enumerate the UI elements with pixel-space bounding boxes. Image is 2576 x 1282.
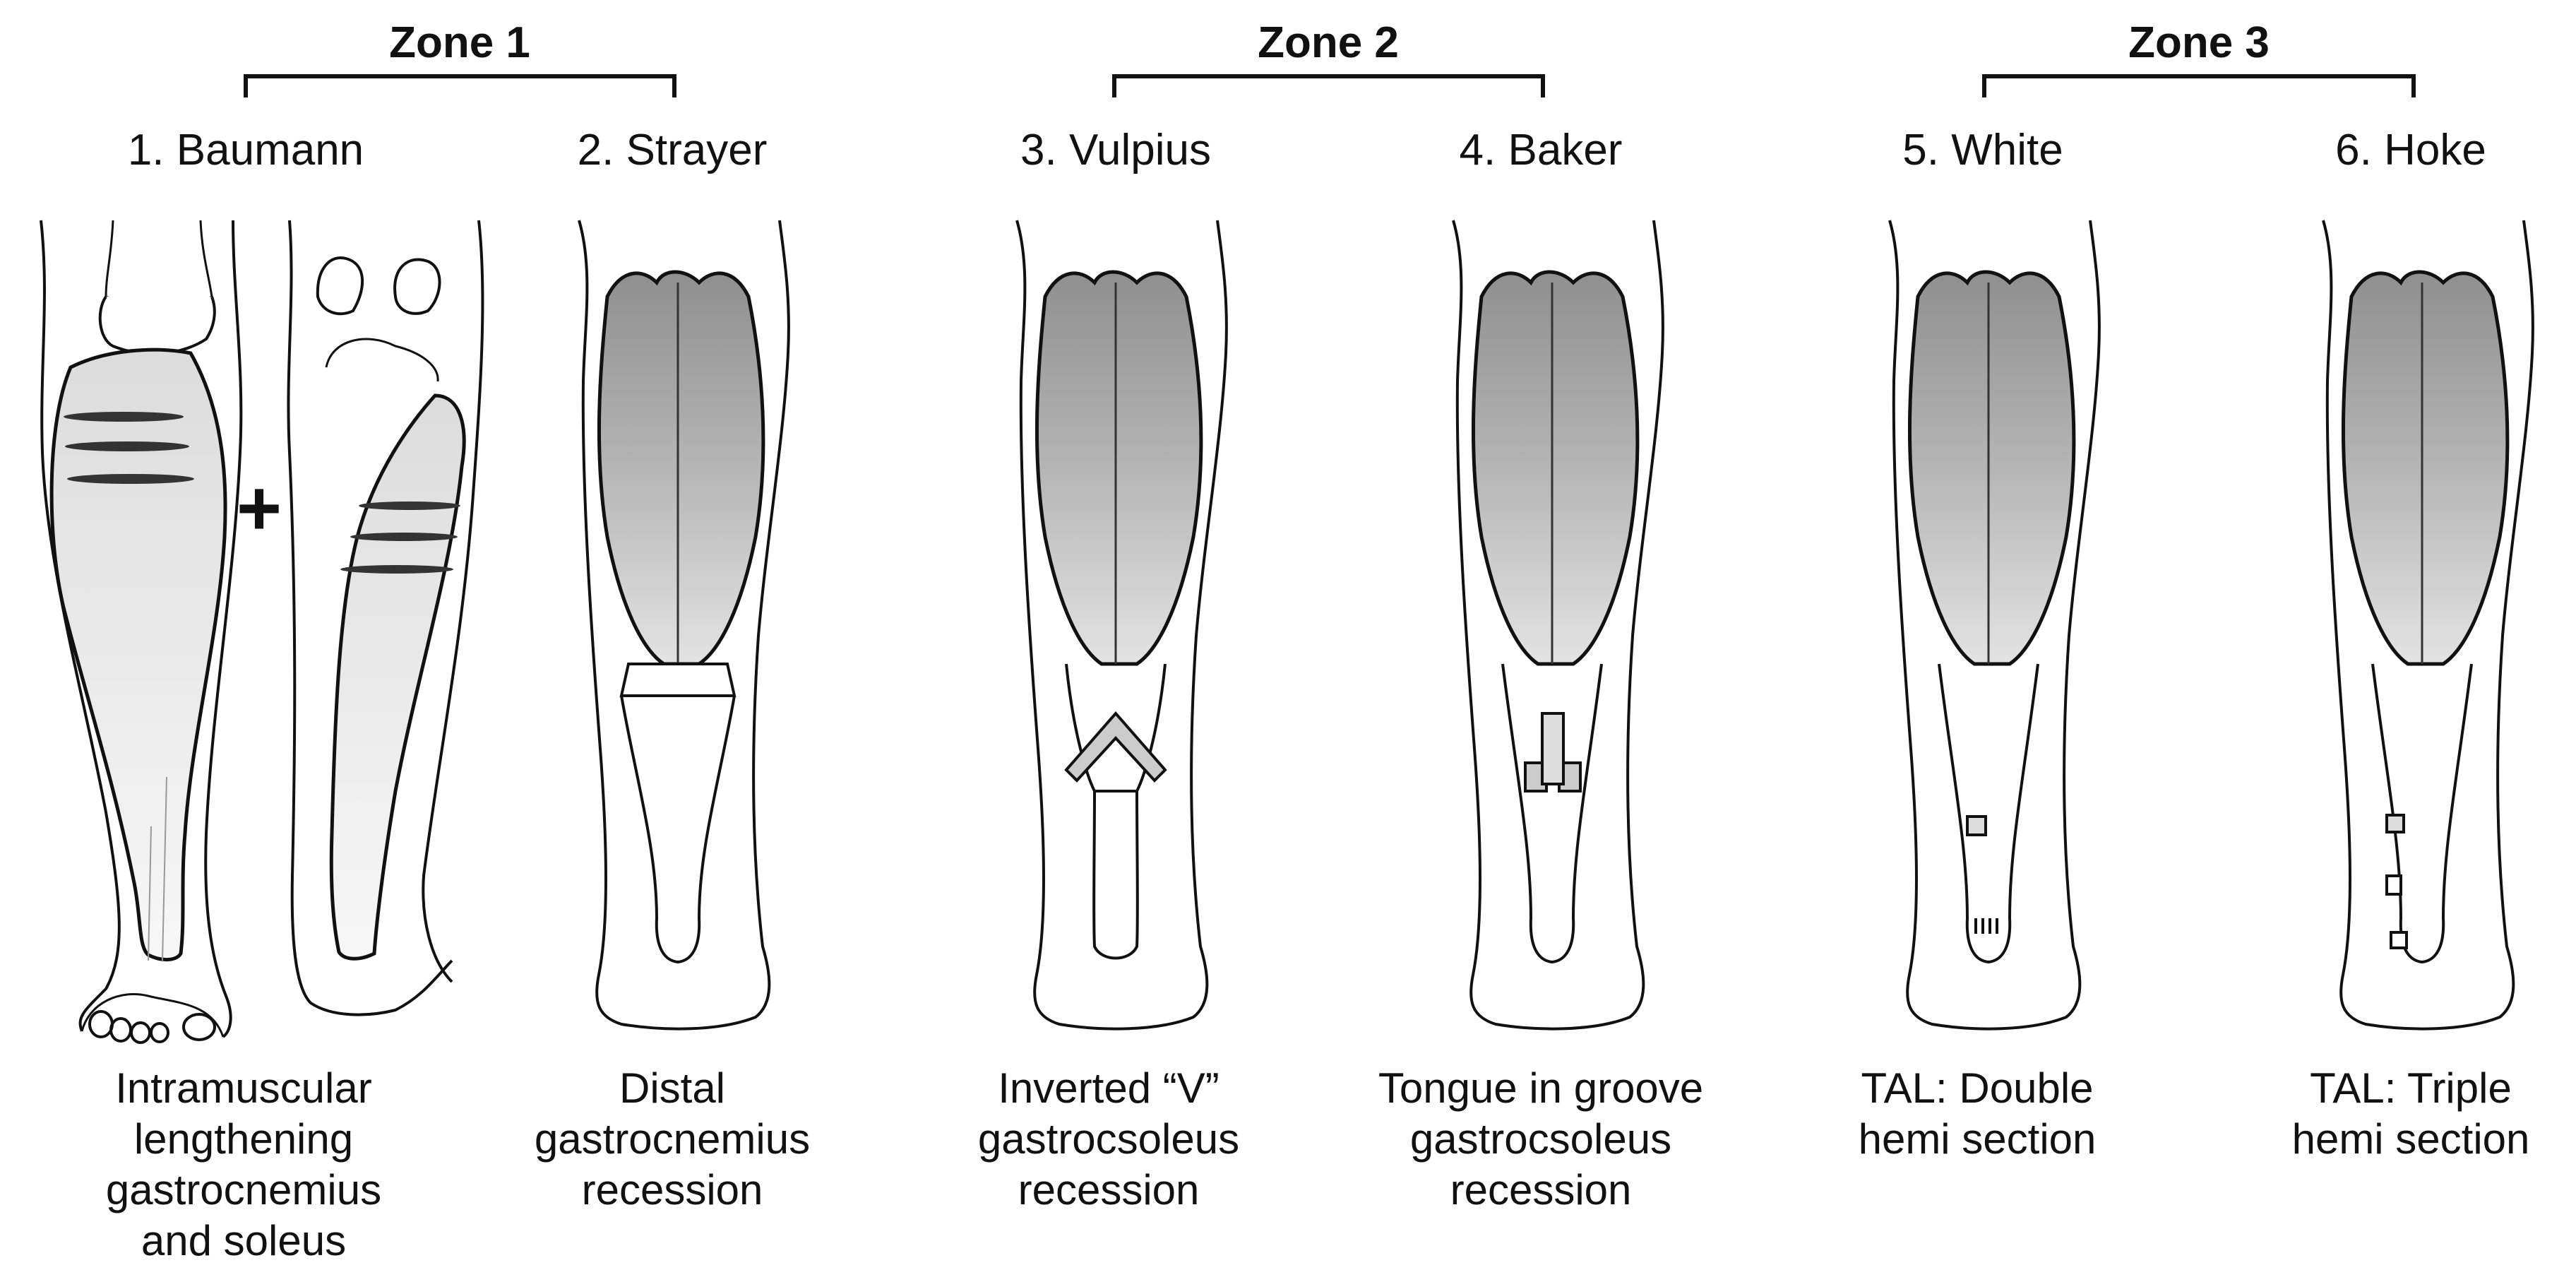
procedure-title-vulpius: 3. Vulpius bbox=[1020, 126, 1211, 174]
caption-vulpius: Inverted “V” gastrocsoleus recession bbox=[977, 1064, 1240, 1213]
caption-hoke: TAL: Triple hemi section bbox=[2291, 1064, 2530, 1163]
zone-2-title: Zone 2 bbox=[1258, 18, 1399, 67]
procedure-title-white: 5. White bbox=[1902, 126, 2063, 174]
procedure-title-strayer: 2. Strayer bbox=[577, 126, 768, 174]
procedure-title-baumann: 1. Baumann bbox=[127, 126, 364, 174]
leg-baker bbox=[1452, 220, 1664, 1031]
zone-3-bracket bbox=[1982, 74, 2416, 97]
zone-1-bracket bbox=[244, 74, 676, 97]
caption-baumann: Intramuscular lengthening gastrocnemius … bbox=[105, 1064, 382, 1264]
leg-baumann-front bbox=[40, 220, 243, 1044]
caption-strayer: Distal gastrocnemius recession bbox=[534, 1064, 811, 1213]
leg-hoke bbox=[2322, 220, 2534, 1031]
leg-baumann-side bbox=[287, 220, 484, 1016]
procedure-title-hoke: 6. Hoke bbox=[2335, 126, 2486, 174]
leg-vulpius bbox=[1015, 220, 1228, 1031]
plus-symbol: + bbox=[236, 465, 282, 552]
caption-white: TAL: Double hemi section bbox=[1858, 1064, 2097, 1163]
zone-1-title: Zone 1 bbox=[389, 18, 530, 67]
procedure-title-baker: 4. Baker bbox=[1459, 126, 1623, 174]
leg-white bbox=[1888, 220, 2101, 1031]
zone-3-title: Zone 3 bbox=[2128, 18, 2270, 67]
leg-strayer bbox=[578, 220, 790, 1031]
zone-2-bracket bbox=[1112, 74, 1545, 97]
caption-baker: Tongue in groove gastrocsoleus recession bbox=[1378, 1064, 1704, 1213]
